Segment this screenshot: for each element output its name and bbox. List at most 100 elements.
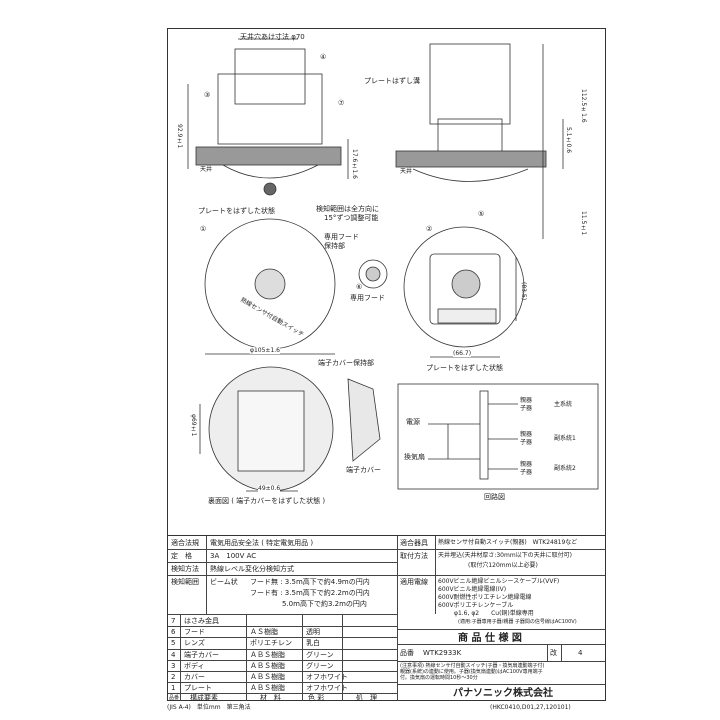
wire-line-2: 600V耐燃性ポリエチレン絶縁電線 (438, 594, 532, 601)
footer-right: (HKC0410,D01,27,120101) (490, 704, 571, 711)
dim-5-1: 5.1±0.6 (565, 127, 572, 154)
part-color: オフホワイト (306, 684, 348, 693)
part-color: オフホワイト (306, 673, 348, 681)
side-view-plate (222, 164, 319, 179)
part-name: 端子カバー (184, 650, 219, 659)
callout-2: ② (426, 225, 433, 233)
wire-label: 適用電線 (400, 578, 428, 586)
dim-105: φ105±1.6 (250, 347, 280, 354)
doc-title: 商 品 仕 様 図 (458, 633, 522, 644)
wire-line-0: 600Vビニル絶縁ビニルシースケーブル(VVF) (438, 578, 560, 585)
side-view-right-plate (412, 168, 529, 182)
spec-right-label-1: 取付方法 (400, 552, 428, 560)
dim-69: φ69±1 (190, 414, 197, 437)
plate-removed-state-2: プレートをはずした状態 (426, 364, 503, 372)
circuit-master-2: 親器 (520, 431, 533, 438)
detect-line-1: フード有 : 3.5m高下で約2.2mの円内 (250, 589, 370, 597)
side-view-body (217, 73, 323, 145)
plate-removed-state-1: プレートをはずした状態 (198, 207, 275, 215)
circuit-slave-3: 子器 (520, 469, 533, 476)
part-name: レンズ (184, 639, 205, 648)
front-view-removed (403, 226, 525, 348)
spec-label-0: 適合法規 (171, 539, 199, 547)
hood-label: 専用フード (350, 294, 385, 302)
front-view-module (429, 253, 501, 325)
part-name: フード (184, 628, 205, 637)
wire-line-1: 600Vビニル絶縁電線(IV) (438, 586, 507, 593)
parts-header-4: 処 理 (356, 694, 377, 703)
circuit-main: 主系統 (554, 401, 573, 408)
technical-drawing (187, 38, 599, 492)
spec-right-value-0: 熱線センサ付自動スイッチ(親器) WTK24819など (438, 539, 578, 546)
wire-size: φ1.6, φ2 Cu(銅)単線専用 (454, 610, 534, 617)
company-name: パナソニック株式会社 (453, 688, 553, 699)
part-color: グリーン (306, 650, 334, 659)
part-material: ＡＢＳ樹脂 (250, 673, 285, 681)
wire-line-3: 600Vポリエチレンケーブル (438, 602, 514, 609)
detect-label: 検知範囲 (171, 578, 199, 586)
parts-header-2: 材 料 (260, 694, 281, 703)
hood-holder-label: 専用フード 保持部 (324, 233, 359, 250)
back-view-label: 裏面図 ( 端子カバーをはずした状態 ) (208, 497, 326, 505)
part-color: 透明 (306, 628, 320, 637)
spec-right-value-1: 天井埋込(天井材厚さ:30mm以下の天井に取付可) (438, 552, 573, 559)
side-view-lens (263, 182, 277, 196)
part-no: 7 (171, 617, 176, 625)
part-name: ボディ (184, 661, 205, 670)
circuit-sub2: 副系統2 (554, 465, 576, 472)
circuit-slave-1: 子器 (520, 405, 533, 412)
part-material: ポリエチレン (250, 639, 292, 648)
part-name: プレート (184, 684, 212, 693)
dim-height-left: 92.9±1 (176, 124, 183, 149)
circuit-diagram-frame (397, 383, 599, 490)
terminal-strip (479, 390, 489, 480)
parts-header-1: 構成要素 (190, 694, 218, 703)
spec-value-2: 熱線レベル変化分検知方式 (210, 565, 294, 573)
spec-label-2: 検知方法 (171, 565, 199, 573)
back-view-terminal-block (237, 390, 305, 472)
part-material: ＡＢＳ樹脂 (250, 650, 285, 659)
spec-right-label-0: 適合器具 (400, 539, 428, 547)
drawing-sheet: 天井穴あけ寸法 φ70 92.9±1 17.6±1.6 112.5±1.6 5.… (167, 28, 606, 703)
part-color: 乳白 (306, 639, 320, 648)
parts-header-3: 色 彩 (308, 694, 325, 703)
notes: (注意事項) 熱線センサ付自動スイッチ(子器・換気扇連動端子付) 親器(系統)の… (400, 663, 545, 681)
circuit-power: 電源 (406, 418, 420, 426)
callout-5: ⑤ (478, 210, 485, 218)
circuit-master-3: 親器 (520, 461, 533, 468)
plate-removal-hole: プレートはずし溝 (364, 77, 420, 85)
part-no: 6 (171, 628, 176, 637)
terminal-cover-drawing (347, 378, 381, 462)
detect-type: ビーム状 (210, 578, 238, 586)
spec-label-1: 定 格 (171, 552, 192, 560)
circuit-fan: 換気扇 (404, 453, 425, 461)
callout-4: ④ (320, 53, 327, 61)
rev-label: 改 (550, 649, 557, 657)
install-note: (取付穴120mm以上必要) (468, 562, 538, 569)
dim-49: 49±0.6 (258, 485, 281, 492)
side-view-top-body (234, 48, 306, 105)
dim-11-5: 11.5±1 (580, 211, 587, 236)
dim-83-5: (83.5) (520, 282, 527, 301)
rev-number: 4 (578, 649, 583, 657)
label-ceiling-right: 天井 (400, 168, 413, 175)
detect-line-2: 5.0m高下で約3.2mの円内 (282, 600, 367, 608)
part-no: 1 (171, 684, 176, 693)
circuit-slave-2: 子器 (520, 439, 533, 446)
part-material: ＡＢＳ樹脂 (250, 661, 285, 670)
dim-66-7: (66.7) (453, 350, 472, 357)
part-no: 4 (171, 650, 176, 659)
dim-ceiling-hole: 天井穴あけ寸法 φ70 (240, 33, 305, 41)
callout-6: ⑥ (356, 283, 363, 291)
terminal-cover-label: 端子カバー (346, 466, 381, 474)
detection-range-note-2: 15°ずつ調整可能 (324, 214, 379, 222)
footer-left: (JIS A-4) 単位mm 第三角法 (167, 704, 251, 711)
part-material: ＡＢＳ樹脂 (250, 684, 285, 693)
spec-value-0: 電気用品安全法 ( 特定電気用品 ) (210, 539, 314, 547)
dim-112-5: 112.5±1.6 (580, 89, 587, 123)
part-no: 3 (171, 661, 176, 670)
ceiling-board-right (395, 150, 547, 168)
model-label: 品番 (400, 649, 414, 657)
circuit-master-1: 親器 (520, 397, 533, 404)
part-no: 2 (171, 673, 176, 681)
